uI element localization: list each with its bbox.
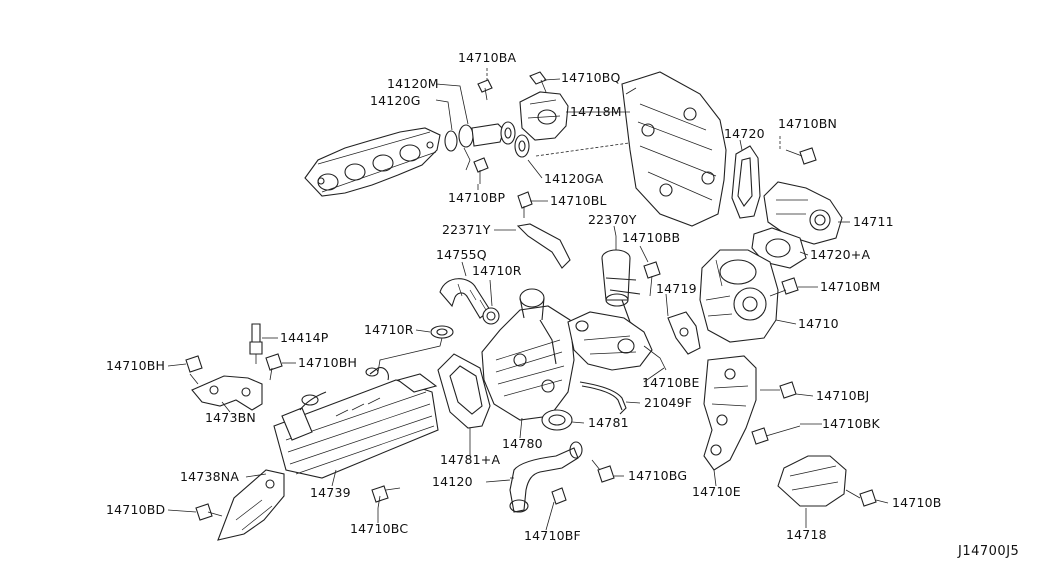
- label-14718M: 14718M: [570, 104, 622, 119]
- label-14120M: 14120M: [387, 76, 439, 91]
- egr-valve-14710: [699, 249, 779, 343]
- tube-21049F: [579, 381, 627, 415]
- flange-plate-14718M: [621, 71, 727, 227]
- egr-cover-14711: [763, 181, 843, 245]
- bolt-14710BG: [591, 459, 615, 483]
- bolt-14710BL: [517, 191, 533, 218]
- label-14710R-upper: 14710R: [472, 263, 522, 278]
- bolt-14710BC: [371, 485, 401, 509]
- clamp-14710R-upper: [482, 279, 500, 325]
- label-14710BK: 14710BK: [822, 416, 880, 431]
- bolt-14710BD: [195, 503, 223, 521]
- label-14720A: 14720+A: [810, 247, 871, 262]
- valve-body-14710BE: [567, 311, 667, 371]
- label-21049F: 21049F: [644, 395, 693, 410]
- label-14781A: 14781+A: [440, 452, 501, 467]
- label-14710B: 14710B: [892, 495, 942, 510]
- label-14710E: 14710E: [692, 484, 741, 499]
- label-14710BQ: 14710BQ: [561, 70, 621, 85]
- gasket-14781A: [437, 353, 491, 429]
- bolt-14710BA: [477, 68, 493, 101]
- bolt-14710BF: [549, 487, 567, 517]
- label-14120GA: 14120GA: [544, 171, 604, 186]
- label-14739: 14739: [310, 485, 351, 500]
- bolt-14710BH-left: [185, 355, 203, 373]
- diagram-code: J14700J5: [958, 544, 1020, 559]
- label-14710BF: 14710BF: [524, 528, 581, 543]
- gasket-14720A: [751, 227, 807, 269]
- label-14710BE: 14710BE: [642, 375, 700, 390]
- gasket-14720: [731, 145, 761, 219]
- bolt-14710BB: [643, 261, 661, 297]
- sensor-14414P: [249, 323, 263, 364]
- bolt-14710BQ: [529, 71, 547, 93]
- label-14710BP: 14710BP: [448, 190, 506, 205]
- label-14120G: 14120G: [370, 93, 421, 108]
- bolt-14710BJ: [760, 381, 797, 399]
- label-14710BH-left: 14710BH: [106, 358, 166, 373]
- label-14710BB: 14710BB: [622, 230, 681, 245]
- label-14710BM: 14710BM: [820, 279, 881, 294]
- hose-14755Q: [439, 261, 491, 319]
- label-14710BA: 14710BA: [458, 50, 517, 65]
- exhaust-manifold: [304, 127, 441, 197]
- egr-pipe-upper: [444, 121, 516, 171]
- hose-22371Y: [494, 223, 571, 269]
- heat-shield-14718: [777, 455, 847, 507]
- egr-cooler-14780: [481, 288, 575, 421]
- label-14710: 14710: [798, 316, 839, 331]
- label-14710BL: 14710BL: [550, 193, 607, 208]
- label-14710BJ: 14710BJ: [816, 388, 870, 403]
- clamp-14710R-lower: [377, 325, 454, 373]
- label-22370Y: 22370Y: [588, 212, 637, 227]
- gasket-14781: [541, 409, 573, 431]
- bolt-14710BK: [751, 425, 801, 445]
- label-14710BH-right: 14710BH: [298, 355, 358, 370]
- label-14720: 14720: [724, 126, 765, 141]
- label-14781: 14781: [588, 415, 629, 430]
- bolt-14710BP: [473, 157, 489, 184]
- label-14710BN: 14710BN: [778, 116, 838, 131]
- egr-pipe-14120: [509, 441, 583, 513]
- label-22371Y: 22371Y: [442, 222, 491, 237]
- bracket-14710E: [703, 355, 757, 471]
- label-14414P: 14414P: [280, 330, 329, 345]
- leader-lines: [167, 78, 889, 531]
- label-1473BN: 1473BN: [205, 410, 256, 425]
- bracket-14738NA: [217, 469, 285, 541]
- label-14710R-lower: 14710R: [364, 322, 414, 337]
- label-14120: 14120: [432, 474, 473, 489]
- bolt-14710BH-right: [265, 353, 283, 381]
- label-14710BC: 14710BC: [350, 521, 409, 536]
- label-14755Q: 14755Q: [436, 247, 487, 262]
- label-14780: 14780: [502, 436, 543, 451]
- label-14711: 14711: [853, 214, 894, 229]
- label-14719: 14719: [656, 281, 697, 296]
- bracket-1473BN: [189, 373, 263, 411]
- cover-14718M: [519, 91, 569, 141]
- label-14710BG: 14710BG: [628, 468, 688, 483]
- egr-cooler-14739: [273, 367, 439, 479]
- label-14710BD: 14710BD: [106, 502, 166, 517]
- label-14738NA: 14738NA: [180, 469, 240, 484]
- bracket-14719: [667, 311, 701, 355]
- bolt-14710BN: [779, 136, 817, 165]
- label-14718: 14718: [786, 527, 827, 542]
- bolt-14710BM: [769, 277, 799, 297]
- gasket-14120GA: [514, 134, 530, 158]
- bolt-14710B: [845, 489, 877, 507]
- guide-line: [535, 141, 637, 157]
